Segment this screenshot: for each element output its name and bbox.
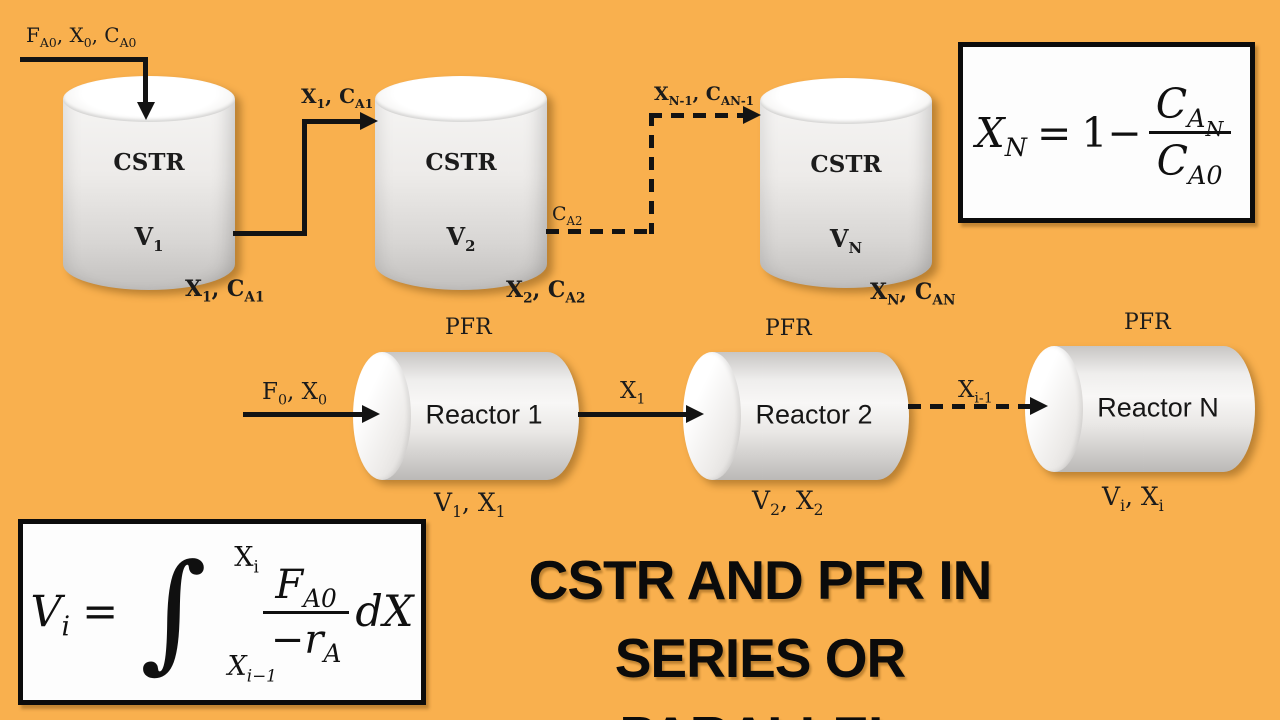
pfr-connector2-arrowhead-icon: [1030, 397, 1048, 415]
pfr-cylinder-2: Reactor 2: [683, 352, 909, 480]
cstr-cylinder-n: CSTR VN: [760, 78, 932, 288]
fraction-denominator: CA0: [1148, 131, 1231, 188]
cstr-connector1-arrowhead-icon: [360, 112, 378, 130]
pfr-type-label-2: PFR: [765, 316, 812, 341]
pfr-connector1-arrowhead-icon: [686, 405, 704, 423]
differential: dX: [355, 587, 414, 637]
page-title: CSTR AND PFR IN SERIES OR PARALLEL: [500, 541, 1020, 720]
cstr-name-n: CSTR: [810, 151, 882, 178]
cstr-volume-n: VN: [829, 224, 863, 257]
cylinder-body: [382, 352, 579, 480]
fraction-denominator: −rA: [262, 610, 350, 665]
cstr-inlet-arrowhead-icon: [137, 102, 155, 120]
equals-sign: =: [1036, 108, 1072, 157]
pfr-outlet-label-2: V2, X2: [752, 486, 824, 519]
cstr-connector2-dash-h1: [546, 229, 652, 234]
cstr-volume-2: V2: [446, 222, 476, 255]
pfr-type-label-n: PFR: [1124, 310, 1171, 335]
cstr-stream1-label: X1, CA1: [301, 84, 374, 111]
pfr-name-1: Reactor 1: [425, 399, 543, 430]
cstr-outlet-label-1: X1, CA1: [185, 276, 265, 306]
formula-lhs: XN: [975, 108, 1027, 162]
cstr-ca2-label: CA2: [552, 203, 583, 228]
pfr-stream1-label: X1: [620, 378, 646, 408]
cylinder-body: [63, 99, 235, 290]
pfr-outlet-label-1: V1, X1: [434, 488, 506, 521]
fraction-numerator: FA0: [275, 561, 337, 613]
cstr-inlet-stream-label: FA0, X0, CA0: [26, 23, 137, 50]
cstr-cylinder-1: CSTR V1: [63, 76, 235, 290]
title-line-1: CSTR AND PFR IN: [528, 549, 993, 611]
pfr-connector2-dash: [908, 404, 1032, 409]
cstr-outlet-label-n: XN, CAN: [870, 279, 956, 309]
conversion-formula: XN = 1− CAN CA0: [975, 80, 1238, 188]
cstr-connector2-arrowhead-icon: [743, 106, 761, 124]
cylinder-lid: [760, 78, 932, 124]
cstr-connector1-line-v: [302, 119, 307, 236]
cylinder-body: [712, 352, 909, 480]
volume-formula: Vi = ∫ Xi Xi−1 FA0 −rA dX: [30, 537, 414, 686]
cstr-connector1-line-h1: [233, 231, 305, 236]
cstr-volume-1: V1: [134, 222, 164, 255]
formula-lhs: Vi: [30, 587, 71, 643]
cstr-streamN-label: XN-1, CAN-1: [654, 83, 754, 108]
one-minus: 1−: [1081, 108, 1142, 157]
cstr-name-1: CSTR: [113, 149, 185, 176]
pfr-inlet-line: [243, 412, 364, 417]
pfr-outlet-label-n: Vi, Xi: [1102, 482, 1164, 515]
pfr-connector1-line: [578, 412, 688, 417]
cstr-inlet-line-v: [143, 57, 148, 104]
cstr-cylinder-2: CSTR V2: [375, 76, 547, 290]
cstr-connector2-dash-h2: [649, 113, 745, 118]
cstr-name-2: CSTR: [425, 149, 497, 176]
title-line-2: SERIES OR PARALLEL: [614, 627, 907, 720]
equals-sign: =: [82, 587, 119, 637]
pfr-cylinder-1: Reactor 1: [353, 352, 579, 480]
pfr-cylinder-n: Reactor N: [1025, 346, 1255, 472]
cylinder-lid: [375, 76, 547, 122]
pfr-inlet-arrowhead-icon: [362, 405, 380, 423]
pfr-name-n: Reactor N: [1097, 392, 1219, 423]
cstr-connector2-dash-v: [649, 113, 654, 234]
pfr-name-2: Reactor 2: [755, 399, 873, 430]
pfr-inlet-stream-label: F0, X0: [262, 379, 328, 409]
volume-formula-box: Vi = ∫ Xi Xi−1 FA0 −rA dX: [18, 519, 426, 705]
cylinder-body: [375, 99, 547, 290]
integral-lower-limit: Xi−1: [227, 651, 277, 686]
formula-fraction: CAN CA0: [1148, 80, 1232, 188]
cstr-outlet-label-2: X2, CA2: [506, 277, 586, 307]
conversion-formula-box: XN = 1− CAN CA0: [958, 42, 1255, 223]
cstr-connector1-line-h2: [302, 119, 362, 124]
integral-group: ∫ Xi Xi−1: [136, 537, 277, 686]
formula-fraction: FA0 −rA: [262, 561, 350, 665]
cylinder-body: [760, 101, 932, 288]
integral-upper-limit: Xi: [234, 542, 259, 577]
cylinder-body: [1054, 346, 1255, 472]
pfr-type-label-1: PFR: [445, 315, 492, 340]
cstr-inlet-line-h: [20, 57, 148, 62]
integral-sign: ∫: [140, 537, 207, 686]
fraction-numerator: CAN: [1155, 80, 1224, 142]
pfr-stream2-label: Xi-1: [958, 377, 993, 407]
